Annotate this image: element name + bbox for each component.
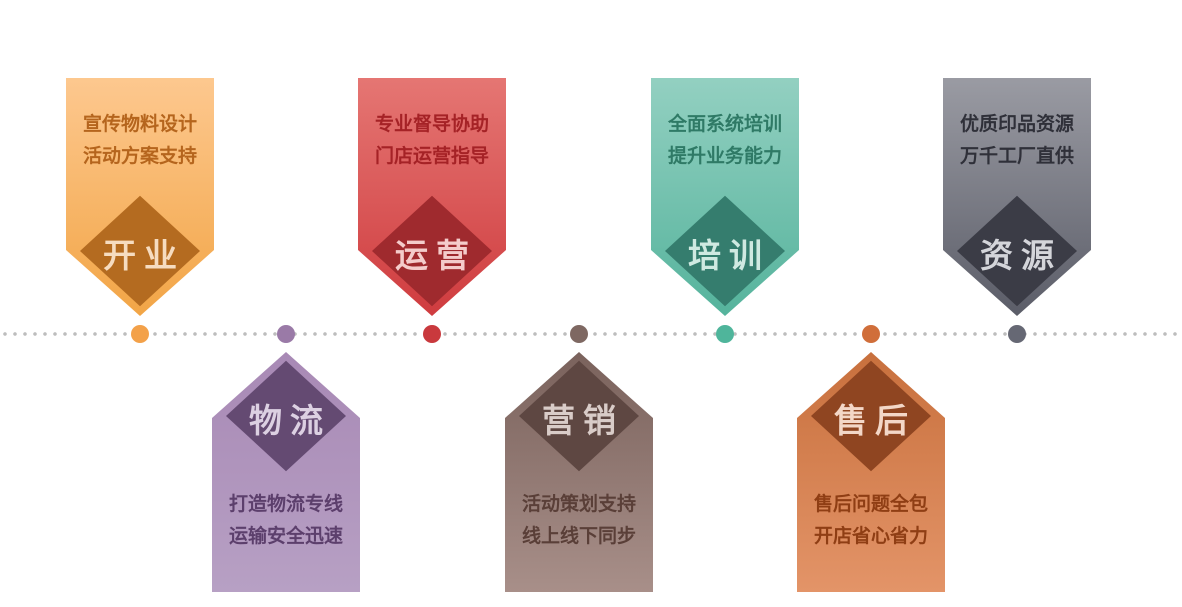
stage-description: 售后问题全包开店省心省力: [797, 488, 945, 552]
timeline-dot: [862, 325, 880, 343]
stage-label: 培训: [688, 236, 770, 275]
stage-description-line: 打造物流专线: [228, 493, 343, 515]
stage-description: 全面系统培训提升业务能力: [651, 108, 799, 172]
stage-card: 开业 宣传物料设计活动方案支持: [66, 78, 214, 316]
stage-description-line: 宣传物料设计: [82, 113, 197, 135]
stage-description-line: 开店省心省力: [813, 525, 928, 547]
stage-description: 专业督导协助门店运营指导: [358, 108, 506, 172]
stage-shape: [212, 352, 360, 592]
stage-shape: [797, 352, 945, 592]
stage-description: 优质印品资源万千工厂直供: [943, 108, 1091, 172]
stage-description-line: 门店运营指导: [374, 145, 489, 167]
timeline-dot: [1008, 325, 1026, 343]
stage-description-line: 运输安全迅速: [228, 525, 343, 547]
stage-label: 售后: [834, 401, 916, 440]
timeline-dotted-line: [0, 332, 1182, 336]
stage-description: 宣传物料设计活动方案支持: [66, 108, 214, 172]
stage-diamond: [957, 195, 1077, 307]
stage-diamond: [811, 360, 931, 472]
timeline-dot: [277, 325, 295, 343]
stage-description-line: 活动策划支持: [521, 493, 636, 515]
stage-label: 资源: [980, 236, 1062, 275]
stage-card: 培训 全面系统培训提升业务能力: [651, 78, 799, 316]
stage-shape: [505, 352, 653, 592]
stage-diamond: [519, 360, 639, 472]
stage-label: 营销: [542, 401, 624, 440]
stage-shape: [358, 78, 506, 316]
stage-description: 打造物流专线运输安全迅速: [212, 488, 360, 552]
stage-description: 活动策划支持线上线下同步: [505, 488, 653, 552]
stage-description-line: 万千工厂直供: [959, 145, 1074, 167]
stage-card: 运营 专业督导协助门店运营指导: [358, 78, 506, 316]
stage-diamond: [226, 360, 346, 472]
timeline-dot: [423, 325, 441, 343]
stage-label: 物流: [249, 401, 331, 440]
timeline-dot: [716, 325, 734, 343]
stage-card: 售后售后问题全包开店省心省力: [797, 352, 945, 592]
stage-card: 营销活动策划支持线上线下同步: [505, 352, 653, 592]
stage-description-line: 线上线下同步: [521, 525, 636, 547]
stage-card: 资源 优质印品资源万千工厂直供: [943, 78, 1091, 316]
stage-diamond: [80, 195, 200, 307]
stage-card: 物流打造物流专线运输安全迅速: [212, 352, 360, 592]
timeline-dot: [570, 325, 588, 343]
stage-description-line: 售后问题全包: [813, 493, 928, 515]
stage-diamond: [665, 195, 785, 307]
stage-description-line: 优质印品资源: [959, 113, 1074, 135]
stage-description-line: 专业督导协助: [374, 113, 489, 135]
stage-description-line: 提升业务能力: [667, 145, 782, 167]
timeline-dot: [131, 325, 149, 343]
stage-label: 运营: [395, 236, 477, 275]
stage-shape: [943, 78, 1091, 316]
stage-shape: [651, 78, 799, 316]
stage-diamond: [372, 195, 492, 307]
stage-shape: [66, 78, 214, 316]
stage-description-line: 活动方案支持: [82, 145, 197, 167]
stage-description-line: 全面系统培训: [667, 113, 782, 135]
stage-label: 开业: [103, 236, 185, 275]
